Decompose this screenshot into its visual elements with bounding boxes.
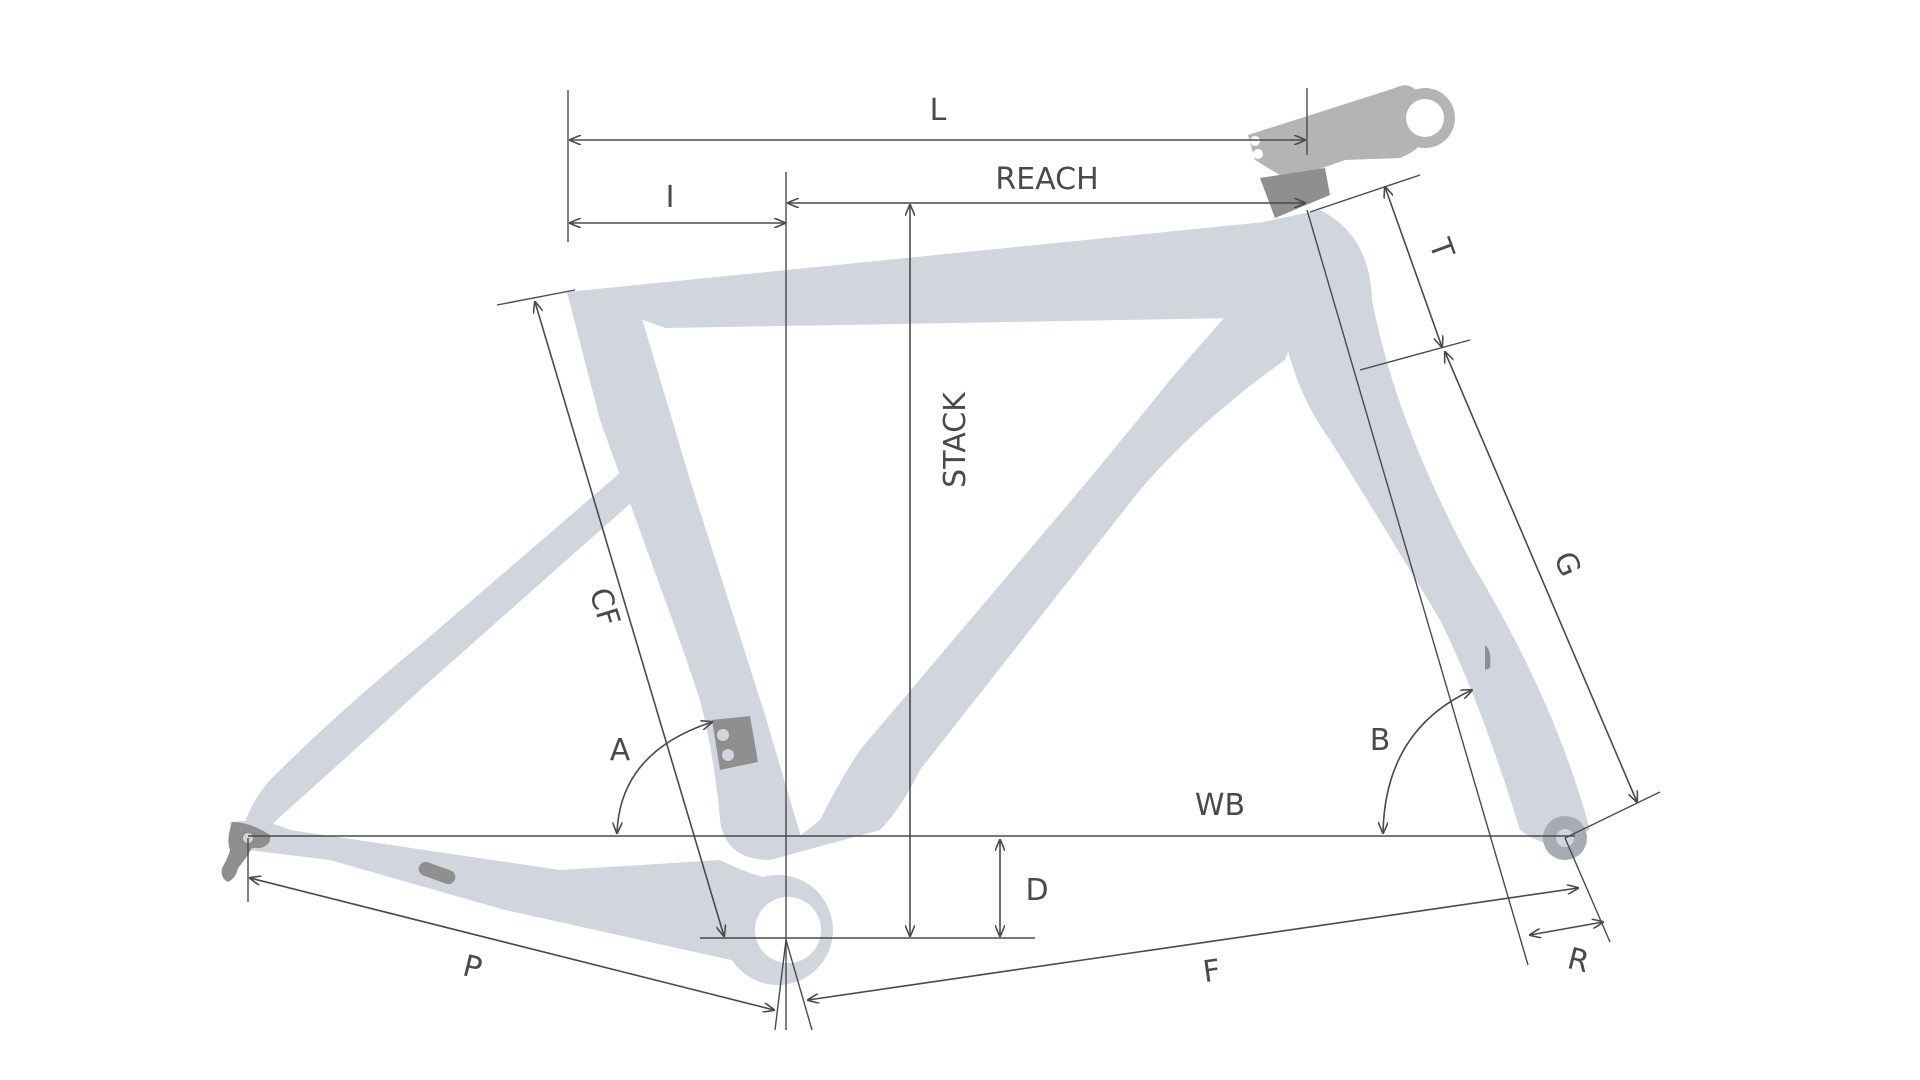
seat-tube [567, 292, 805, 860]
label-CF: CF [582, 584, 627, 631]
seat-stay [240, 460, 640, 845]
label-WB: WB [1195, 788, 1245, 823]
extension-bb-left [774, 939, 787, 1031]
label-D: D [1025, 873, 1048, 908]
dimension-labels: L I REACH STACK T G CF A B WB D P F R [459, 93, 1592, 990]
dim-line-F [808, 888, 1578, 1000]
bottom-bracket-hole [755, 897, 821, 963]
angle-arc-A [617, 722, 712, 833]
label-F: F [1201, 953, 1223, 990]
label-T: T [1421, 233, 1461, 264]
rear-dropout [221, 822, 271, 882]
label-G: G [1546, 547, 1587, 582]
top-tube [567, 222, 1305, 328]
steering-axis-line [1306, 209, 1529, 966]
extension-bb-right [785, 939, 813, 1031]
label-L: L [930, 93, 947, 128]
angle-arc-B [1383, 690, 1472, 833]
label-R: R [1564, 941, 1593, 980]
extension-seattube-top [496, 289, 576, 306]
extension-rake-tick [1564, 837, 1611, 943]
label-A: A [610, 733, 631, 768]
label-reach: REACH [995, 162, 1098, 197]
label-B: B [1370, 723, 1391, 758]
down-tube [770, 280, 1305, 860]
dim-line-G [1445, 352, 1637, 802]
bike-frame [221, 85, 1590, 985]
cable-port [712, 716, 758, 770]
extension-fork-tick [1564, 791, 1661, 839]
dimension-lines [247, 88, 1661, 1031]
label-stack: STACK [938, 391, 973, 488]
extension-head-top-tick [1309, 174, 1421, 213]
label-I: I [666, 180, 675, 215]
label-P: P [459, 949, 485, 987]
dim-line-P [250, 878, 774, 1010]
dim-line-T [1385, 187, 1442, 347]
extension-head-bottom-tick [1359, 339, 1471, 371]
dim-line-R [1530, 922, 1603, 935]
